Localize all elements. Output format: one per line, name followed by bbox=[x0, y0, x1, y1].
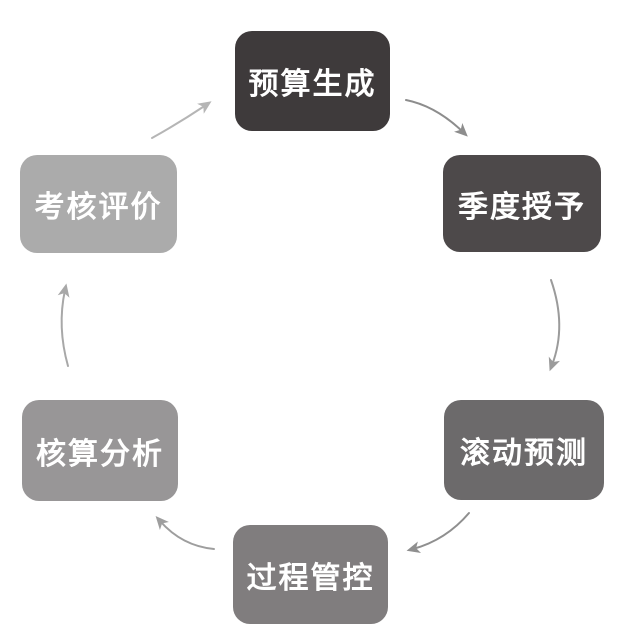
arrow-accounting-to-assessment bbox=[57, 283, 70, 367]
node-quarterly-grant: 季度授予 bbox=[443, 155, 601, 252]
node-rolling-forecast: 滚动预测 bbox=[444, 400, 604, 500]
arrow-budget-to-quarterly bbox=[405, 99, 468, 137]
node-label: 预算生成 bbox=[248, 68, 377, 101]
arrow-rolling-to-process bbox=[406, 512, 470, 554]
node-label: 核算分析 bbox=[36, 437, 164, 471]
node-process-control: 过程管控 bbox=[233, 525, 388, 624]
arrow-assessment-to-budget bbox=[151, 101, 212, 139]
node-accounting-analysis: 核算分析 bbox=[22, 400, 178, 501]
arrow-quarterly-to-rolling bbox=[548, 279, 561, 372]
node-label: 季度授予 bbox=[458, 190, 586, 224]
node-label: 过程管控 bbox=[246, 561, 375, 595]
node-budget-generation: 预算生成 bbox=[235, 31, 390, 131]
node-label: 考核评价 bbox=[34, 191, 163, 224]
node-assessment-evaluation: 考核评价 bbox=[20, 155, 177, 253]
node-label: 滚动预测 bbox=[460, 437, 588, 470]
arrow-process-to-accounting bbox=[155, 515, 215, 550]
